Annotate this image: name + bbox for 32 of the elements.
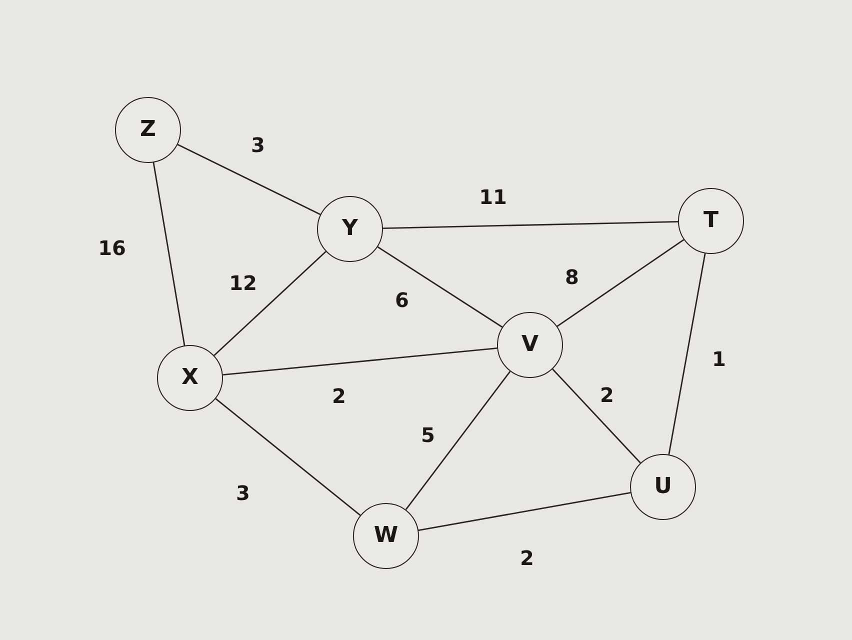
edge-line	[377, 246, 503, 328]
edge-weight: 1	[712, 349, 726, 369]
vertex-label: U	[654, 476, 672, 498]
edge-weight: 2	[332, 386, 346, 406]
edge-weight: 3	[236, 483, 250, 503]
vertex-label: V	[521, 334, 539, 356]
edge-line	[556, 239, 684, 327]
edge-line	[405, 370, 511, 510]
vertex-label: W	[374, 525, 398, 547]
edge-line	[177, 144, 321, 216]
edge-weight: 3	[251, 135, 265, 155]
edge-weight: 8	[565, 267, 579, 287]
vertex-label: Z	[140, 119, 156, 141]
edge-weight: 2	[600, 385, 614, 405]
edge-weight: 12	[229, 273, 257, 293]
edge-line	[222, 348, 498, 376]
edge-weight: 6	[395, 290, 409, 310]
vertex-label: X	[182, 367, 198, 389]
edge-line	[418, 492, 631, 531]
edge-line	[152, 162, 186, 346]
edge-weight: 2	[520, 548, 534, 568]
edge-line	[668, 253, 706, 455]
edge-line	[215, 398, 361, 516]
vertex-label: T	[703, 210, 718, 232]
edge-weight: 16	[98, 238, 126, 258]
edge-line	[214, 250, 326, 356]
edge-line	[552, 368, 641, 464]
edge-line	[382, 221, 678, 229]
edge-weight: 5	[421, 425, 435, 445]
vertex-label: Y	[342, 218, 358, 240]
vertex-circle	[497, 312, 563, 378]
edge-weight: 11	[479, 187, 507, 207]
